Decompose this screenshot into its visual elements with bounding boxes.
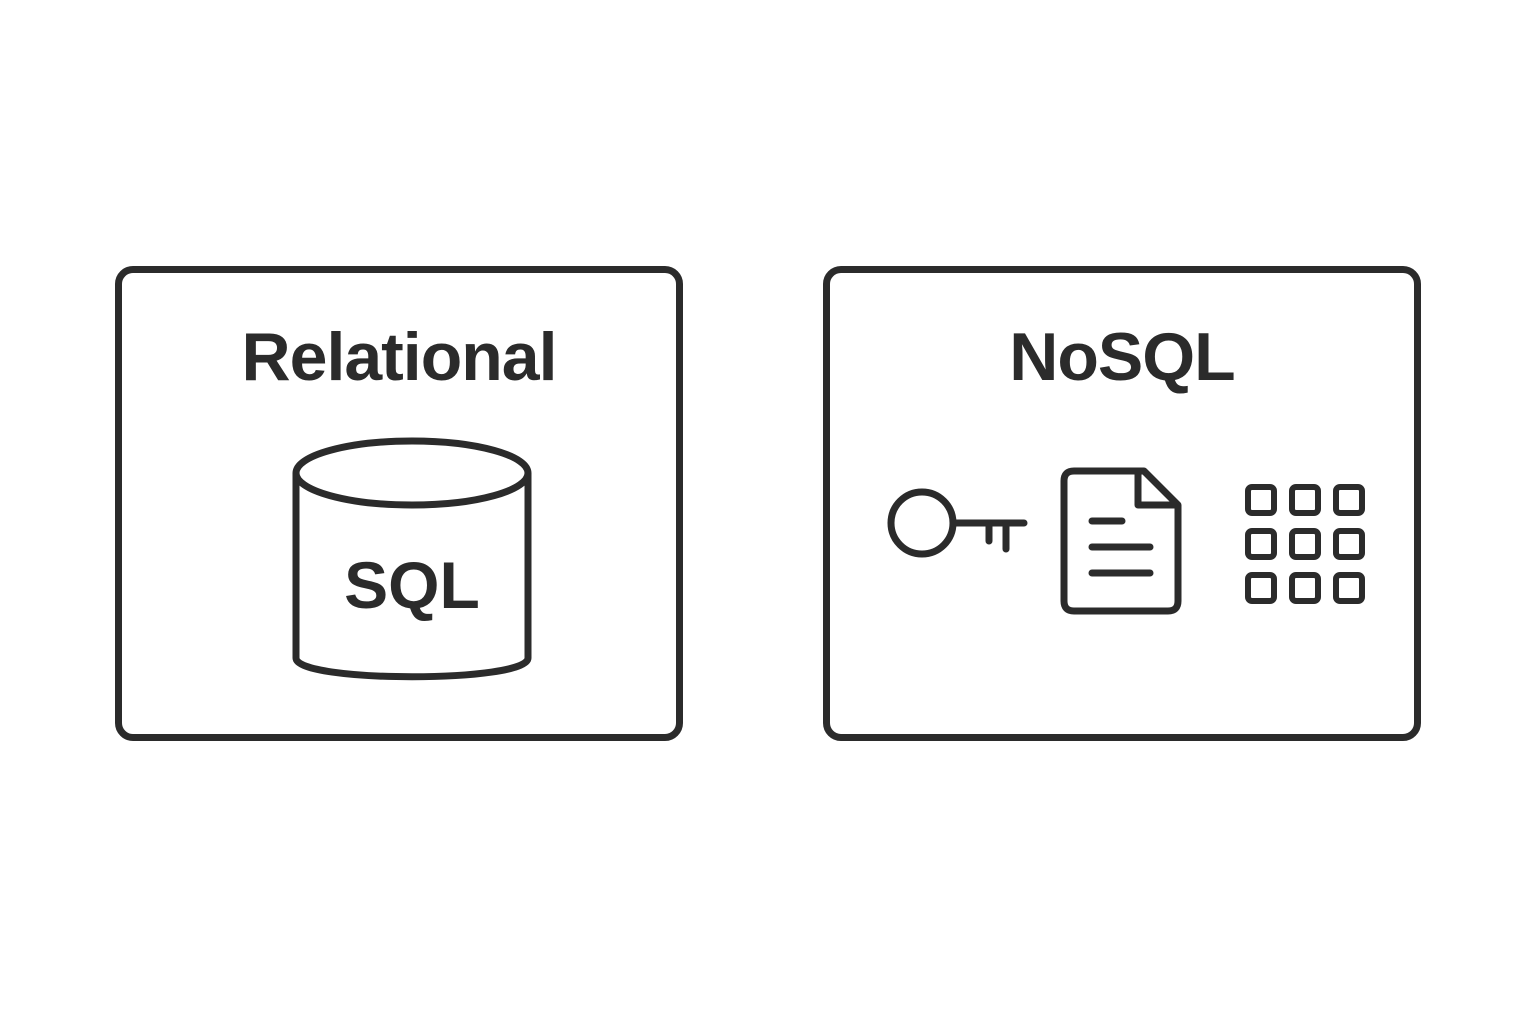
relational-title: Relational [241, 319, 558, 395]
nosql-panel: NoSQL [823, 266, 1421, 741]
database-cylinder-icon [292, 437, 532, 681]
sql-label: SQL [344, 548, 480, 622]
relational-panel: Relational SQL [115, 266, 683, 741]
document-icon [1060, 467, 1182, 615]
grid-icon [1245, 484, 1365, 604]
nosql-title: NoSQL [1009, 319, 1235, 395]
key-icon [887, 488, 1028, 558]
